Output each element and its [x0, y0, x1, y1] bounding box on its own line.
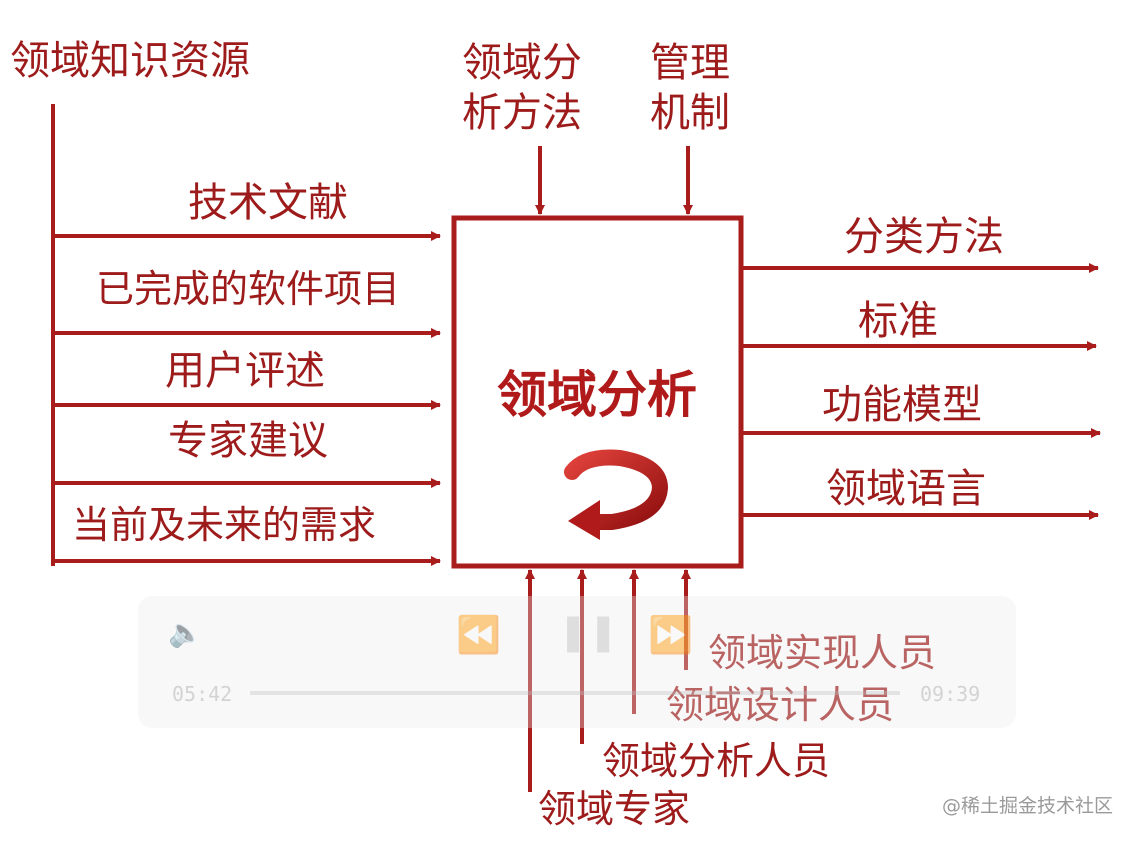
input-label-4: 专家建议 — [168, 418, 328, 464]
mechanism-label-analyst: 领域分析人员 — [602, 739, 830, 783]
control-label-management-line1: 管理 — [650, 40, 730, 86]
output-label-4: 领域语言 — [826, 466, 986, 512]
curved-arrow-icon — [564, 449, 669, 540]
forward-icon[interactable]: ⏩ — [648, 615, 693, 656]
input-label-1: 技术文献 — [188, 180, 348, 226]
mechanism-label-implementer: 领域实现人员 — [708, 631, 936, 675]
control-label-management-line2: 机制 — [650, 90, 730, 136]
video-player-overlay: 🔈 ⏪ ❚❚ ⏩ 05:42 09:39 — [138, 596, 1016, 728]
input-label-3: 用户评述 — [165, 348, 325, 394]
progress-bar[interactable] — [250, 691, 900, 695]
input-label-2: 已完成的软件项目 — [96, 267, 400, 311]
left-group-title: 领域知识资源 — [10, 38, 250, 84]
output-label-2: 标准 — [858, 298, 938, 344]
mechanism-label-expert: 领域专家 — [538, 787, 690, 831]
control-label-method-line1: 领域分 — [462, 40, 582, 86]
output-label-3: 功能模型 — [822, 382, 982, 428]
rewind-icon[interactable]: ⏪ — [456, 615, 501, 656]
pause-icon[interactable]: ❚❚ — [558, 612, 619, 653]
mechanism-label-designer: 领域设计人员 — [666, 683, 894, 727]
center-box-label: 领域分析 — [497, 366, 697, 424]
time-total: 09:39 — [920, 682, 981, 706]
watermark: @稀土掘金技术社区 — [942, 795, 1113, 817]
input-label-5: 当前及未来的需求 — [72, 503, 376, 547]
time-current: 05:42 — [172, 682, 233, 706]
output-label-1: 分类方法 — [844, 214, 1004, 260]
volume-icon[interactable]: 🔈 — [168, 616, 203, 649]
control-label-method-line2: 析方法 — [462, 90, 582, 136]
